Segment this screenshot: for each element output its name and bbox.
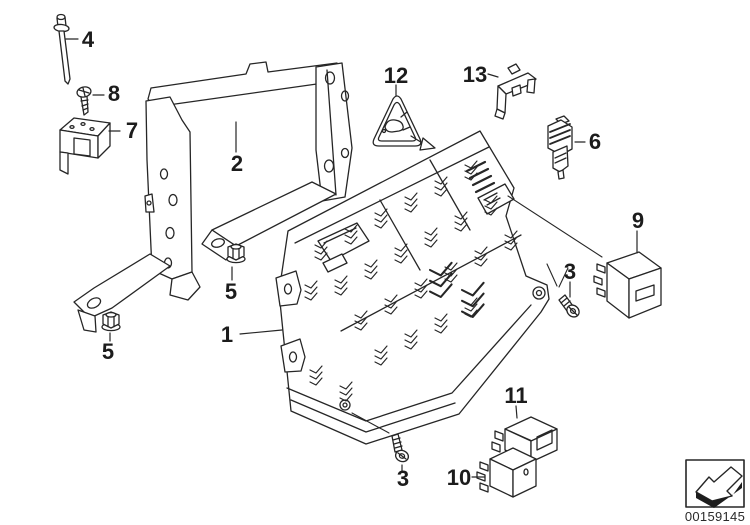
part-9-relay [593, 251, 662, 319]
callout-6[interactable]: 6 [588, 129, 602, 154]
callout-4[interactable]: 4 [81, 27, 95, 52]
callout-2[interactable]: 2 [230, 151, 244, 176]
part-1-junction-box [275, 130, 550, 445]
callout-5-left[interactable]: 5 [101, 339, 115, 364]
part-4-stud [53, 13, 71, 85]
part-13-clip [494, 63, 537, 120]
callout-10[interactable]: 10 [446, 465, 472, 490]
callout-8[interactable]: 8 [107, 81, 121, 106]
callout-11[interactable]: 11 [504, 383, 528, 408]
part-10-relay [476, 447, 537, 498]
part-8-screw [76, 86, 92, 116]
part-3-screw-right [558, 294, 580, 318]
callout-3-bottom[interactable]: 3 [396, 466, 410, 491]
part-5-nut-right [226, 243, 246, 264]
page-turn-arrow-icon [685, 459, 745, 508]
part-5-nut-left [101, 311, 121, 332]
callout-12[interactable]: 12 [383, 63, 409, 88]
callout-1[interactable]: 1 [220, 322, 234, 347]
callout-3-right[interactable]: 3 [563, 259, 577, 284]
part-12-warning-label [372, 95, 436, 151]
callout-leader-lines [65, 38, 638, 478]
leader-lines-box [351, 195, 603, 434]
image-id-label: 00159145 [684, 509, 746, 524]
callout-5-right[interactable]: 5 [224, 279, 238, 304]
callout-13[interactable]: 13 [462, 62, 488, 87]
part-6-fuse [547, 115, 573, 180]
callout-7[interactable]: 7 [125, 118, 139, 143]
callout-9[interactable]: 9 [631, 208, 645, 233]
part-7-bracket-clip [59, 117, 111, 175]
part-3-screw-bottom [391, 433, 410, 463]
